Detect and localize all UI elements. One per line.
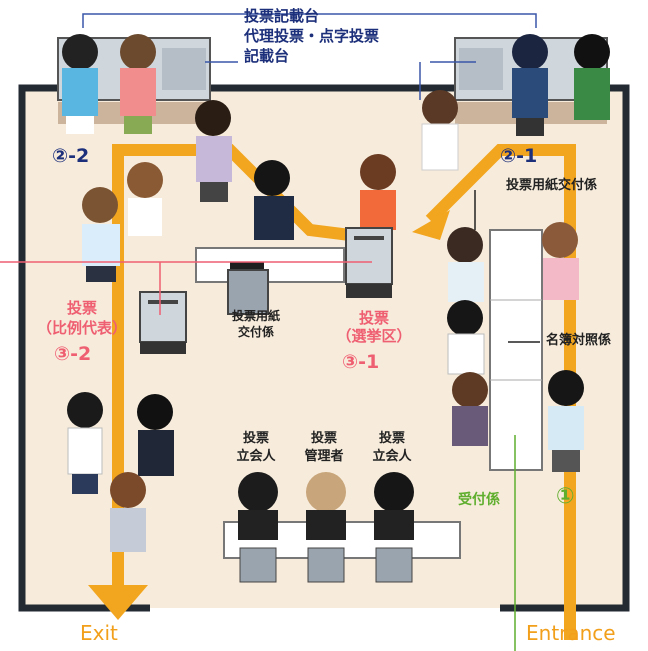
step-3-2-label: ③-2 — [54, 343, 92, 365]
voter-figure — [421, 90, 459, 171]
staff-figure — [447, 227, 484, 302]
exit-arrow-head — [88, 585, 148, 620]
staff-figure — [447, 300, 485, 375]
voter-figure — [120, 34, 156, 134]
witness-left-label-1: 投票 — [242, 431, 269, 446]
voter-figure — [62, 34, 98, 134]
booth-label-2: 代理投票・点字投票 — [244, 27, 380, 45]
route-arrow-head-mid — [412, 210, 450, 240]
voter-figure — [360, 154, 396, 230]
reception-label: 受付係 — [458, 492, 500, 508]
step-1-label: ① — [556, 484, 575, 509]
manager-label-1: 投票 — [310, 431, 337, 446]
voter-figure — [548, 370, 584, 472]
voter-figure — [137, 394, 174, 476]
entrance-label: Entrance — [526, 621, 616, 645]
register-checker-label: 名簿対照係 — [546, 333, 612, 348]
vote-pr-label-1: 投票 — [66, 299, 97, 317]
wall-left — [18, 84, 150, 612]
voter-figure — [542, 222, 579, 300]
witness-right-label-1: 投票 — [378, 431, 405, 446]
voter-figure — [574, 34, 610, 120]
ballot-issuer-right-label: 投票用紙交付係 — [506, 178, 598, 193]
ballot-issuing-table — [195, 247, 345, 315]
officials-table — [223, 472, 461, 583]
booth-label-3: 記載台 — [244, 47, 290, 65]
vote-district-label-2: （選挙区） — [336, 327, 412, 345]
voter-figure — [67, 392, 103, 494]
step-2-1-label: ②-1 — [500, 145, 538, 167]
voter-figure — [195, 100, 232, 202]
witness-left-label-2: 立会人 — [236, 449, 276, 464]
reception-table — [489, 229, 543, 471]
voter-figure — [127, 162, 163, 236]
ballot-issuer-center-label-1: 投票用紙 — [231, 309, 280, 323]
voter-figure — [110, 472, 146, 552]
ballot-box-proportional — [139, 291, 187, 354]
voter-figure — [82, 187, 120, 282]
step-3-1-label: ③-1 — [342, 351, 380, 373]
voter-figure — [254, 160, 294, 240]
ballot-issuer-center-label-2: 交付係 — [237, 325, 274, 339]
staff-figure — [452, 372, 488, 446]
leader-lines — [0, 13, 540, 651]
voter-figure — [512, 34, 548, 136]
vote-pr-label-2: （比例代表） — [36, 319, 127, 337]
step-2-2-label: ②-2 — [52, 145, 90, 167]
exit-label: Exit — [80, 621, 118, 645]
manager-label-2: 管理者 — [304, 449, 344, 464]
booth-label-1: 投票記載台 — [244, 7, 320, 25]
vote-district-label-1: 投票 — [358, 309, 389, 327]
ballot-box-district — [345, 227, 393, 298]
witness-right-label-2: 立会人 — [372, 449, 412, 464]
